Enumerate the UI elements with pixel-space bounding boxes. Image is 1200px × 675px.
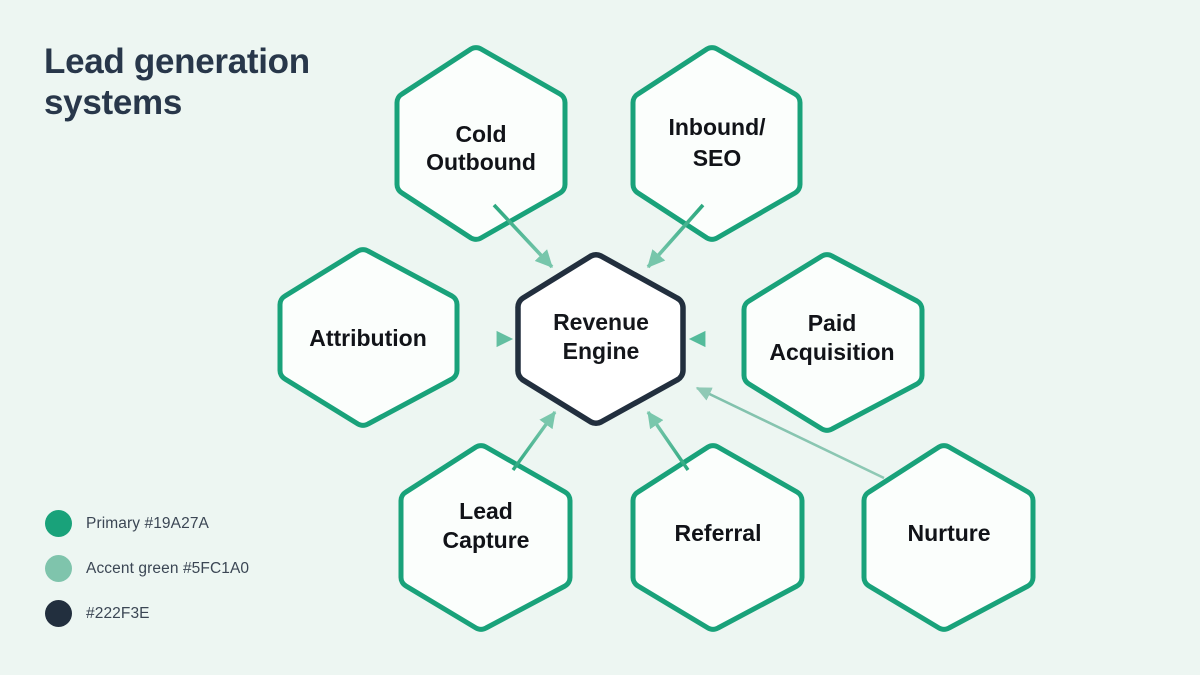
node-paid-acquisition[interactable]: Paid Acquisition <box>741 252 925 433</box>
connector-layer <box>695 386 885 480</box>
node-label-inbound-seo-line2: SEO <box>693 145 742 171</box>
legend-label-dark: #222F3E <box>86 604 150 622</box>
legend-item-primary: Primary #19A27A <box>45 510 249 537</box>
page-title-line2: systems <box>44 82 183 122</box>
node-lead-capture[interactable]: Lead Capture <box>398 443 573 632</box>
connector-cold-outbound-to-revenue-engine <box>492 203 554 269</box>
node-label-paid-acquisition-line2: Acquisition <box>769 339 894 365</box>
node-referral[interactable]: Referral <box>630 443 805 632</box>
node-revenue-engine[interactable]: Revenue Engine <box>515 252 686 426</box>
page-title-line1: Lead generation <box>44 42 310 81</box>
node-label-inbound-seo-line1: Inbound/ <box>668 114 766 140</box>
node-label-revenue-engine-line2: Engine <box>563 338 640 364</box>
legend-label-primary: Primary #19A27A <box>86 514 209 532</box>
legend-item-dark: #222F3E <box>45 600 249 627</box>
node-nurture[interactable]: Nurture <box>861 443 1036 632</box>
node-label-revenue-engine-line1: Revenue <box>553 309 649 335</box>
connector-referral-to-revenue-engine <box>646 411 690 471</box>
connector-inbound-seo-to-revenue-engine <box>646 203 705 269</box>
page-title: Lead generation systems <box>44 42 464 123</box>
legend-swatch-accent-green <box>45 555 72 582</box>
node-label-nurture-line1: Nurture <box>907 520 990 546</box>
color-legend: Primary #19A27A Accent green #5FC1A0 #22… <box>45 510 249 627</box>
legend-item-accent-green: Accent green #5FC1A0 <box>45 555 249 582</box>
node-inbound-seo[interactable]: Inbound/ SEO <box>630 45 803 242</box>
legend-label-accent-green: Accent green #5FC1A0 <box>86 559 250 577</box>
node-label-attribution-line1: Attribution <box>309 325 427 351</box>
legend-swatch-primary <box>45 510 72 537</box>
node-label-paid-acquisition-line1: Paid <box>808 310 857 336</box>
legend-swatch-dark <box>45 600 72 627</box>
arrow-layer <box>460 203 741 471</box>
node-label-lead-capture-line1: Lead <box>459 498 513 524</box>
connector-nurture-to-revenue-engine <box>695 386 885 480</box>
node-attribution[interactable]: Attribution <box>277 247 460 428</box>
node-label-cold-outbound-line1: Cold <box>455 121 506 147</box>
node-cold-outbound[interactable]: Cold Outbound <box>394 45 568 242</box>
node-label-referral-line1: Referral <box>675 520 762 546</box>
node-label-cold-outbound-line2: Outbound <box>426 149 536 175</box>
node-label-lead-capture-line2: Capture <box>443 527 530 553</box>
connector-lead-capture-to-revenue-engine <box>511 411 557 471</box>
